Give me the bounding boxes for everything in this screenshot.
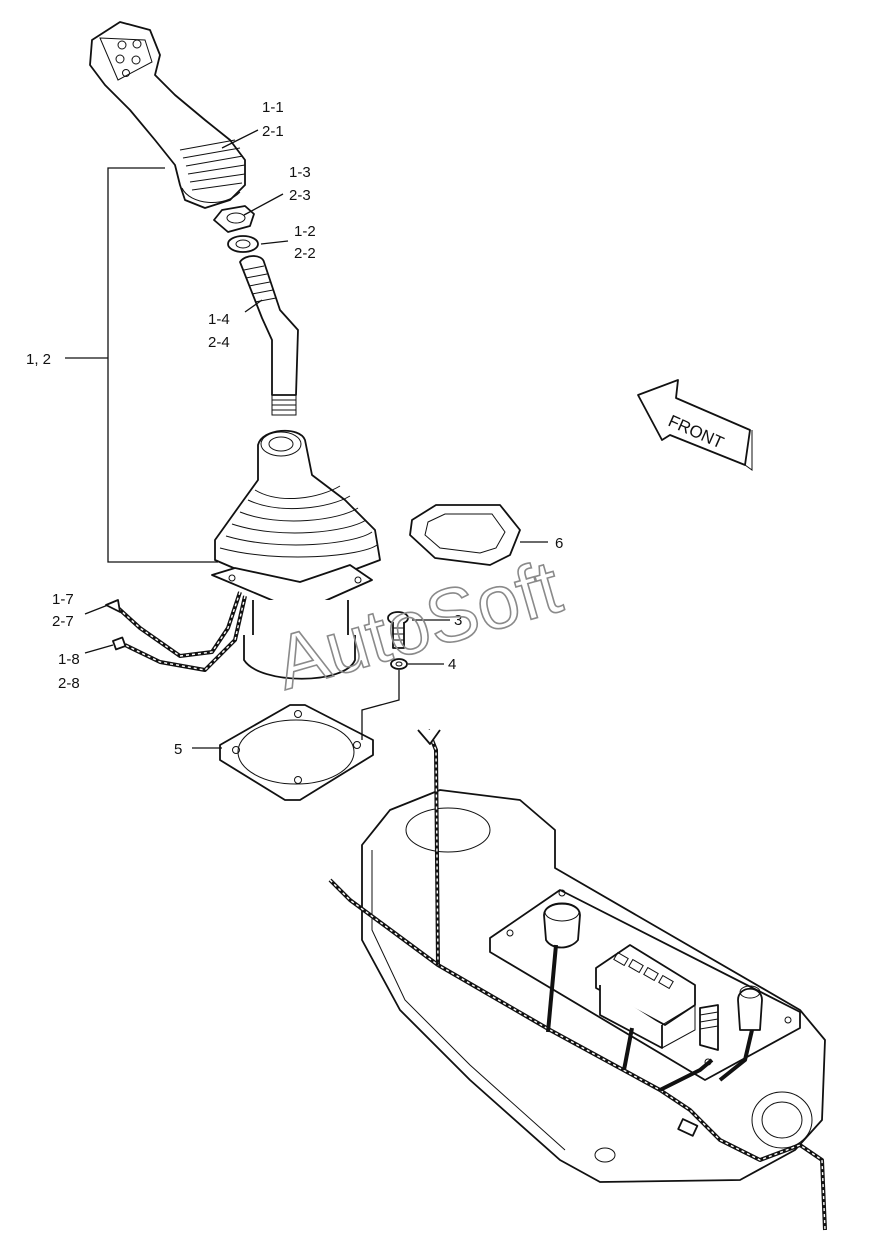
washer — [227, 235, 259, 253]
label-4: 4 — [448, 656, 456, 673]
label-3: 3 — [454, 612, 462, 629]
joystick-handle — [89, 21, 246, 209]
wire-split-icon — [417, 729, 441, 745]
lever-rod — [239, 255, 299, 416]
gasket-6 — [409, 504, 521, 566]
label-1-2-group: 1, 2 — [26, 351, 51, 368]
label-1-1: 1-1 — [262, 99, 284, 116]
harness-connector-icon — [677, 1118, 699, 1137]
callout-labels: 1-1 2-1 1-3 2-3 1-2 2-2 1-4 2-4 1, 2 1-7… — [26, 99, 563, 758]
harness-wires — [105, 591, 247, 672]
console-housing — [361, 789, 826, 1183]
label-6: 6 — [555, 535, 563, 552]
label-5: 5 — [174, 741, 182, 758]
lock-washer — [390, 658, 408, 670]
rubber-boot — [214, 429, 381, 583]
label-1-4: 1-4 — [208, 311, 230, 328]
console-harness — [328, 729, 827, 1231]
connector-arrow-icon — [105, 599, 121, 613]
label-2-3: 2-3 — [289, 187, 311, 204]
label-1-2: 1-2 — [294, 223, 316, 240]
bolt — [387, 611, 409, 649]
label-2-7: 2-7 — [52, 613, 74, 630]
label-1-3: 1-3 — [289, 164, 311, 181]
gasket-5 — [219, 704, 374, 801]
label-1-8: 1-8 — [58, 651, 80, 668]
front-arrow: FRONT — [637, 379, 753, 471]
switch-panel — [595, 944, 696, 1049]
buzzer — [543, 902, 581, 949]
label-2-1: 2-1 — [262, 123, 284, 140]
switch-connectors — [699, 985, 763, 1051]
nut — [213, 205, 255, 233]
label-2-4: 2-4 — [208, 334, 230, 351]
label-1-7: 1-7 — [52, 591, 74, 608]
leader-lines — [65, 129, 548, 749]
label-2-2: 2-2 — [294, 245, 316, 262]
connector-plug-icon — [112, 636, 127, 651]
label-2-8: 2-8 — [58, 675, 80, 692]
joystick-base — [211, 564, 373, 680]
